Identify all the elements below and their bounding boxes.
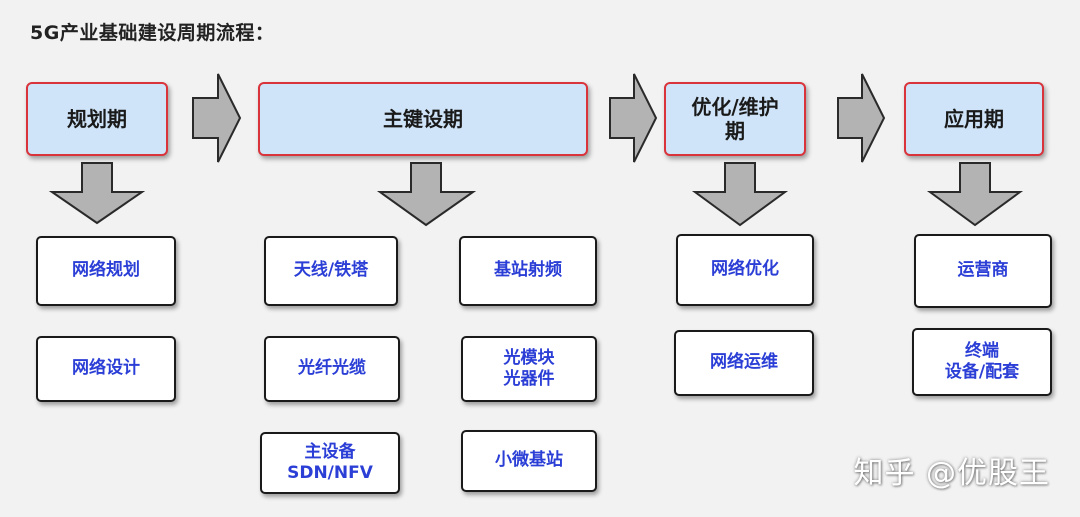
down-arrow-2 [376, 162, 477, 227]
right-arrow-3 [837, 73, 886, 163]
item-main-equipment-sdn-nfv: 主设备 SDN/NFV [260, 432, 400, 494]
watermark: 知乎 @优股王 [853, 456, 1050, 491]
phase-main-construction: 主键设期 [258, 82, 588, 156]
item-network-design: 网络设计 [36, 336, 176, 402]
item-network-planning: 网络规划 [36, 236, 176, 306]
item-terminal-equipment: 终端 设备/配套 [912, 328, 1052, 396]
right-arrow-2 [609, 73, 658, 163]
item-network-optimization: 网络优化 [676, 234, 814, 306]
down-arrow-3 [691, 162, 789, 227]
phase-planning: 规划期 [26, 82, 168, 156]
down-arrow-1 [48, 162, 146, 225]
phase-application: 应用期 [904, 82, 1044, 156]
item-network-operation: 网络运维 [674, 330, 814, 396]
diagram-title: 5G产业基础建设周期流程： [30, 22, 275, 44]
item-optical-module-device: 光模块 光器件 [461, 336, 597, 402]
item-operator: 运营商 [914, 234, 1052, 308]
phase-optimization-maintenance: 优化/维护 期 [664, 82, 806, 156]
down-arrow-4 [926, 162, 1024, 227]
item-small-cell: 小微基站 [461, 430, 597, 492]
item-base-station-rf: 基站射频 [459, 236, 597, 306]
right-arrow-1 [192, 73, 242, 163]
item-antenna-tower: 天线/铁塔 [264, 236, 398, 306]
item-fiber-cable: 光纤光缆 [264, 336, 400, 402]
